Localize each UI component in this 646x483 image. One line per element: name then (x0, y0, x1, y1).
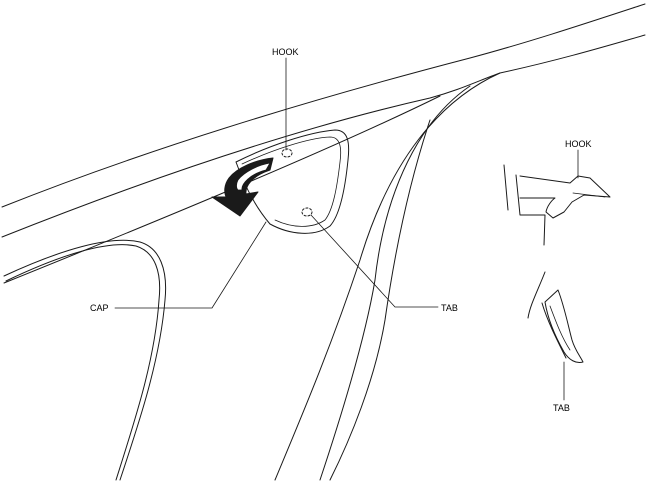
roof-line-middle (1, 34, 646, 238)
hook-detail-label: HOOK (565, 139, 592, 149)
hook-detail-panel (503, 164, 546, 246)
car-body-outline (1, 3, 646, 481)
arrow-highlight (236, 162, 271, 191)
hook-detail-clip-edge (572, 192, 606, 198)
fuel-lid-inner-outline (241, 136, 342, 227)
tab-detail-clip (544, 289, 584, 363)
hook-label: HOOK (272, 47, 299, 57)
rear-pillar-line-2 (319, 85, 471, 481)
removal-direction-arrow-icon (211, 157, 274, 217)
tab-leader-line (310, 214, 439, 308)
roof-line-upper (1, 3, 646, 208)
tab-label: TAB (441, 303, 458, 313)
tab-detail-label: TAB (553, 403, 570, 413)
cap-label: CAP (90, 303, 109, 313)
wheel-arch-line-outer (3, 239, 167, 481)
tab-location-marker (301, 207, 313, 217)
hook-detail-view (503, 164, 611, 246)
hook-location-marker (281, 148, 293, 158)
rear-pillar-line-3 (329, 119, 431, 481)
fuel-lid-opening (235, 129, 350, 234)
wheel-arch-line-inner (5, 244, 161, 481)
tab-detail-panel (527, 271, 567, 359)
fuel-lid-outer-outline (235, 129, 350, 234)
rear-pillar-line-1 (274, 72, 501, 481)
leader-lines (114, 57, 579, 401)
tab-detail-view (527, 271, 584, 363)
cap-leader-line (114, 221, 267, 309)
tab-detail-clip-inner (549, 305, 571, 351)
hook-detail-clip (519, 175, 611, 219)
